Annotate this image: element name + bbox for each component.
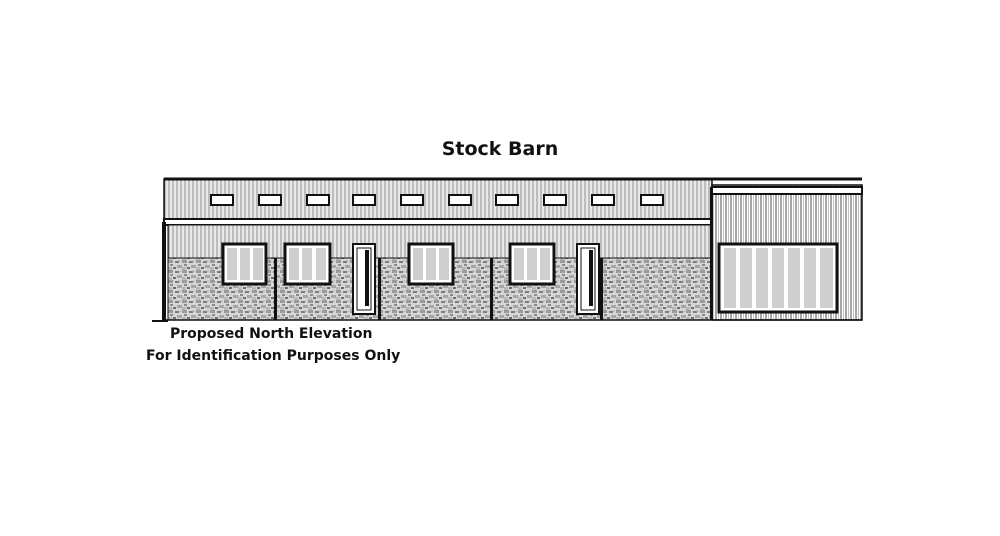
bay-divider xyxy=(378,258,381,320)
rooflight xyxy=(543,194,567,206)
rooflight xyxy=(258,194,282,206)
glazed-screen xyxy=(717,242,839,314)
rooflight xyxy=(448,194,472,206)
eaves-band xyxy=(163,218,713,226)
window xyxy=(407,242,455,286)
window xyxy=(283,242,332,286)
door xyxy=(576,243,600,315)
bay-divider xyxy=(274,258,277,320)
rooflight xyxy=(495,194,519,206)
rooflight xyxy=(352,194,376,206)
right-wing-eaves xyxy=(711,186,863,195)
right-wing-wall-line xyxy=(710,187,713,320)
rooflight xyxy=(306,194,330,206)
bay-divider xyxy=(600,258,603,320)
rooflight xyxy=(640,194,664,206)
window xyxy=(221,242,268,286)
rooflight xyxy=(210,194,234,206)
drawing-title: Stock Barn xyxy=(441,138,559,160)
rooflight xyxy=(400,194,424,206)
elevation-caption: Proposed North Elevation xyxy=(170,326,373,342)
door xyxy=(352,243,376,315)
rooflight-row xyxy=(210,194,664,206)
left-end-post xyxy=(162,222,166,322)
window xyxy=(508,242,556,286)
identification-note: For Identification Purposes Only xyxy=(146,348,401,364)
rooflight xyxy=(591,194,615,206)
bay-divider xyxy=(490,258,493,320)
upper-cladding xyxy=(163,178,713,220)
